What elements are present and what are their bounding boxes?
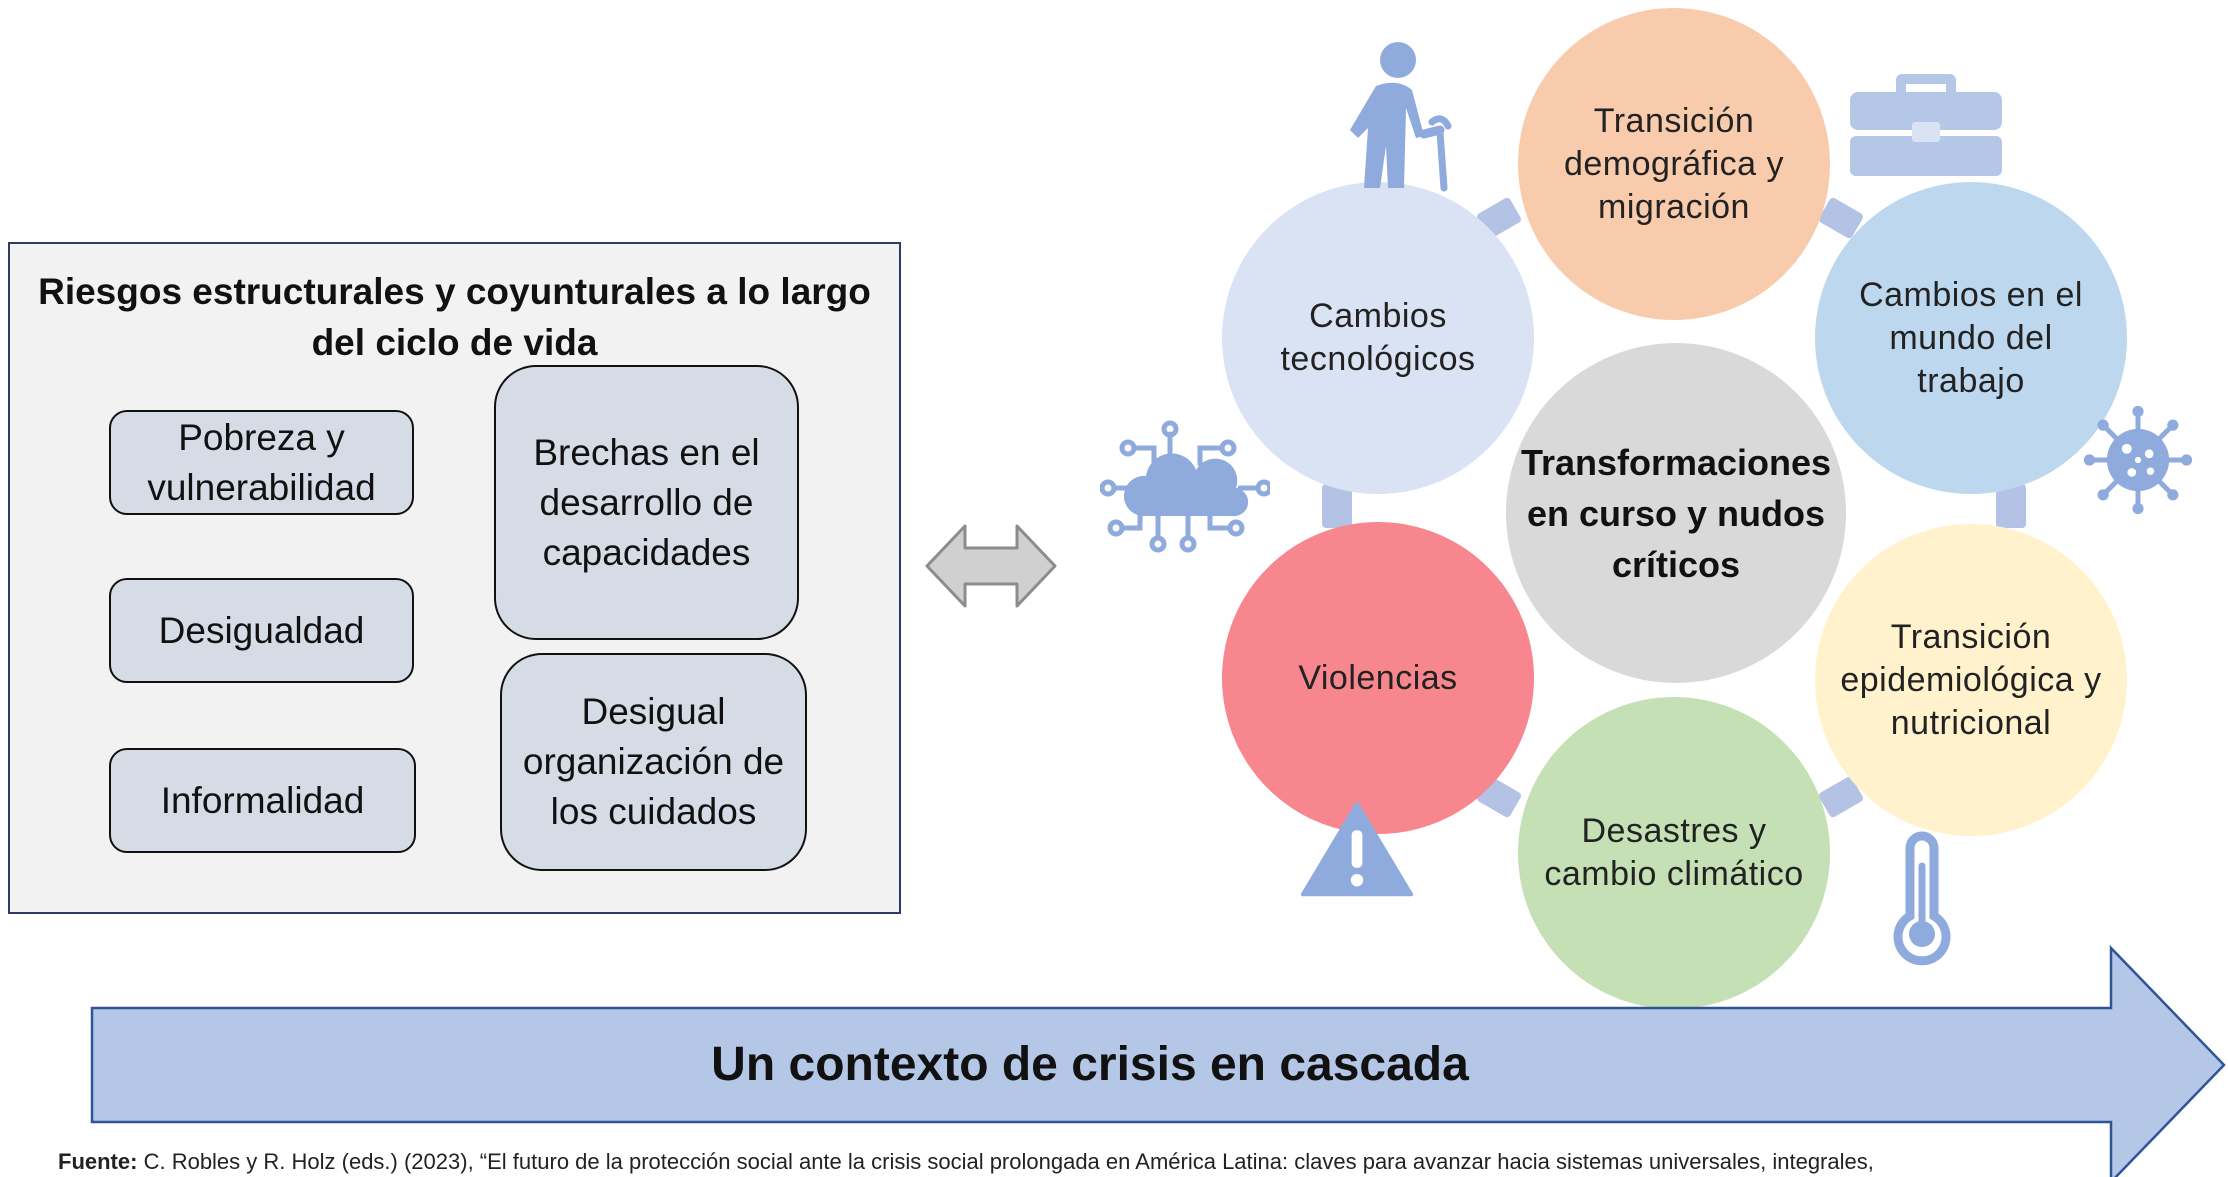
risk-box-informalidad: Informalidad: [109, 748, 416, 853]
node-cambios-tecnologicos: Cambios tecnológicos: [1222, 182, 1534, 494]
node-label: Cambios tecnológicos: [1280, 297, 1476, 378]
node-label: Transición epidemiológica y nutricional: [1840, 617, 2102, 742]
risk-panel: Riesgos estructurales y coyunturales a l…: [8, 242, 901, 914]
source-note: Fuente: C. Robles y R. Holz (eds.) (2023…: [58, 1148, 2118, 1176]
node-label: Violencias: [1298, 658, 1458, 697]
source-prefix: Fuente:: [58, 1149, 138, 1174]
risk-box-desigualdad: Desigualdad: [109, 578, 414, 683]
risk-box-brechas: Brechas en el desarrollo de capacidades: [494, 365, 799, 640]
node-violencias: Violencias: [1222, 522, 1534, 834]
connector: [1322, 484, 1352, 528]
node-label: Desastres y cambio climático: [1544, 812, 1804, 893]
cloud-network-icon: [1100, 420, 1270, 553]
risk-box-pobreza: Pobreza y vulnerabilidad: [109, 410, 414, 515]
node-transicion-epidemiologica: Transición epidemiológica y nutricional: [1815, 524, 2127, 836]
cascade-label: Un contexto de crisis en cascada: [711, 1038, 1469, 1091]
node-desastres-clima: Desastres y cambio climático: [1518, 697, 1830, 1009]
risk-box-cuidados: Desigual organización de los cuidados: [500, 653, 807, 871]
virus-icon: [2083, 405, 2193, 515]
thermometer-icon: [1893, 831, 1951, 966]
node-label: Transición demográfica y migración: [1563, 101, 1785, 226]
center-circle: Transformaciones en curso y nudos crític…: [1506, 343, 1846, 683]
elderly-person-icon: [1350, 42, 1452, 192]
double-arrow-icon: [925, 524, 1057, 608]
node-label: Cambios en el mundo del trabajo: [1859, 275, 2083, 400]
center-label: Transformaciones en curso y nudos crític…: [1520, 441, 1832, 585]
node-mundo-trabajo: Cambios en el mundo del trabajo: [1815, 182, 2127, 494]
risk-panel-title: Riesgos estructurales y coyunturales a l…: [38, 271, 871, 363]
source-text: C. Robles y R. Holz (eds.) (2023), “El f…: [143, 1149, 1874, 1174]
warning-icon: [1300, 801, 1414, 897]
briefcase-icon: [1850, 74, 2002, 176]
connector: [1996, 484, 2026, 528]
node-transicion-demografica: Transición demográfica y migración: [1518, 8, 1830, 320]
